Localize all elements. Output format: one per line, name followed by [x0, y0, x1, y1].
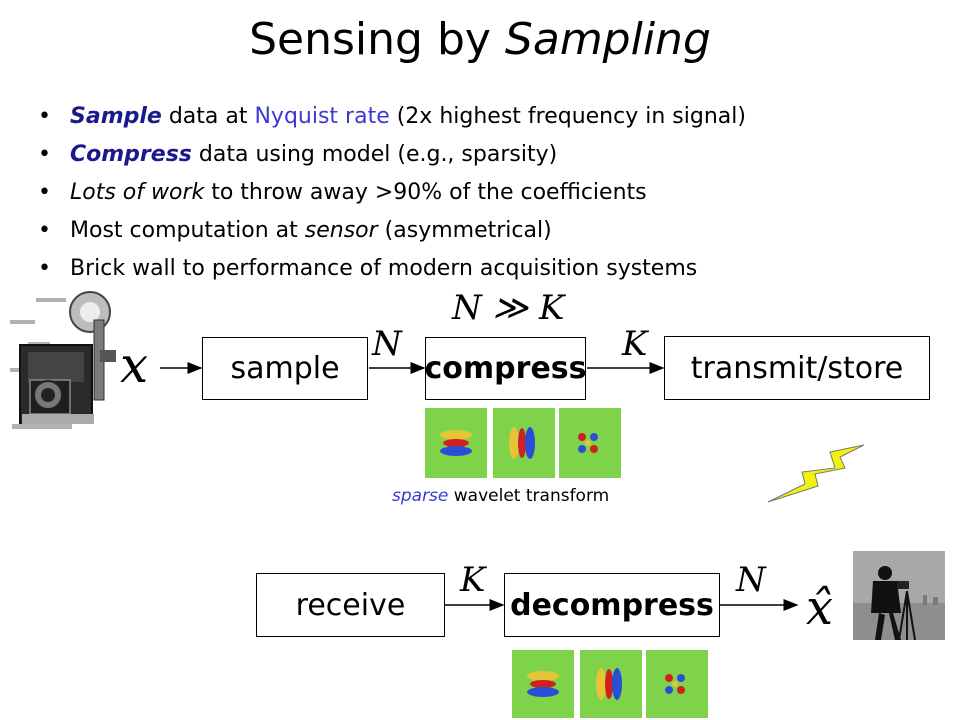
bullet-text: data at	[161, 104, 255, 129]
bullet-item: Brick wall to performance of modern acqu…	[38, 250, 746, 288]
bullet-text: (2x highest frequency in signal)	[389, 104, 746, 129]
compress-box: compress	[425, 337, 587, 400]
bullet-lead: Lots of work	[70, 180, 205, 205]
bullet-emphasis: sensor	[304, 218, 378, 243]
bullet-item: Compress data using model (e.g., sparsit…	[38, 136, 746, 174]
transmit-store-box: transmit/store	[664, 336, 930, 400]
lightning-icon	[767, 444, 865, 503]
bullet-text: data using model (e.g., sparsity)	[191, 142, 558, 167]
sample-box: sample	[202, 337, 368, 400]
slide-title: Sensing by Sampling	[0, 14, 960, 65]
label-N-top: N	[372, 324, 402, 364]
receive-box: receive	[256, 573, 445, 637]
bullet-lead: Sample	[70, 104, 162, 129]
bullet-text: Brick wall to performance of modern acqu…	[70, 256, 698, 281]
label-N-bottom: N	[736, 560, 766, 600]
bullet-text: Most computation at	[70, 218, 305, 243]
wavelet-basis-image	[512, 650, 708, 718]
decompress-box: decompress	[504, 573, 720, 637]
wavelet-caption: sparse wavelet transform	[392, 486, 609, 506]
output-xhat-symbol: x̂	[806, 580, 834, 636]
bullet-item: Lots of work to throw away >90% of the c…	[38, 174, 746, 212]
label-K-top: K	[622, 324, 648, 364]
bullet-text: to throw away >90% of the coefficients	[204, 180, 647, 205]
nyquist-link: Nyquist rate	[254, 104, 390, 129]
input-x-symbol: x	[120, 336, 149, 394]
title-emphasis: Sampling	[504, 14, 711, 65]
bullet-item: Sample data at Nyquist rate (2x highest …	[38, 98, 746, 136]
wavelet-basis-image	[425, 408, 621, 478]
caption-sparse: sparse	[392, 486, 449, 506]
cameraman-image	[853, 551, 945, 640]
bullet-list: Sample data at Nyquist rate (2x highest …	[38, 98, 746, 288]
bullet-lead: Compress	[70, 142, 192, 167]
camera-image	[10, 291, 116, 429]
label-K-bottom: K	[460, 560, 486, 600]
relation-label: N ≫ K	[452, 288, 565, 328]
bullet-item: Most computation at sensor (asymmetrical…	[38, 212, 746, 250]
caption-rest: wavelet transform	[448, 486, 610, 506]
bullet-text: (asymmetrical)	[377, 218, 552, 243]
title-prefix: Sensing by	[249, 14, 505, 65]
